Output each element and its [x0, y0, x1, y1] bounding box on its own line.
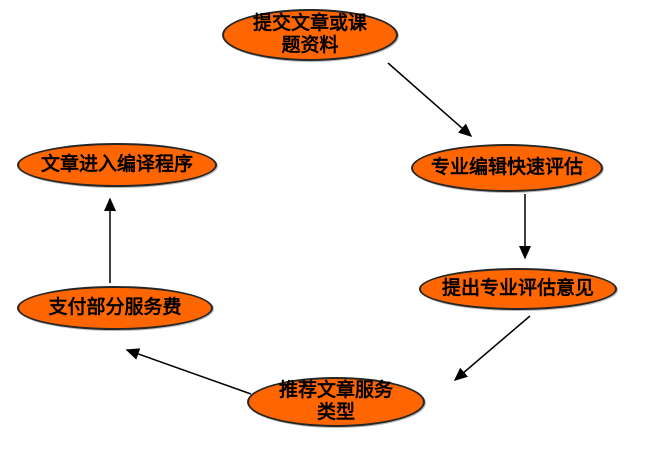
flow-node-recommend-service: 推荐文章服务 类型 [247, 377, 425, 427]
flow-node-pay-fee: 支付部分服务费 [17, 286, 213, 330]
flow-node-enter-translation: 文章进入编译程序 [17, 143, 217, 187]
arrow-submit-to-assess-icon [387, 62, 473, 137]
arrow-opinion-to-recommend-icon [453, 315, 531, 381]
flow-node-assessment-opinion: 提出专业评估意见 [419, 268, 617, 310]
flow-node-submit-article: 提交文章或课 题资料 [222, 9, 398, 61]
flow-node-quick-assessment: 专业编辑快速评估 [411, 144, 603, 192]
arrow-recommend-to-pay-icon [125, 348, 252, 395]
